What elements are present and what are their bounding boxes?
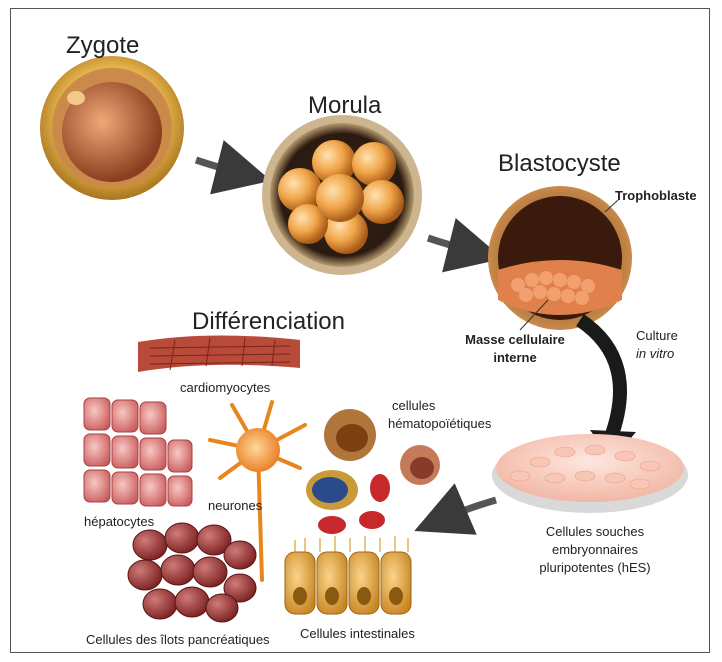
blastocyst-title: Blastocyste — [498, 150, 621, 178]
petri-dish-illustration — [492, 434, 688, 513]
cardiomyocytes-label: cardiomyocytes — [180, 380, 270, 395]
hepatocytes-label: hépatocytes — [84, 514, 154, 529]
icm-label-line1: Masse cellulaire — [440, 332, 590, 347]
morula-title: Morula — [308, 92, 381, 120]
hematopoietic-label-line2: hématopoïétiques — [388, 416, 491, 431]
differentiation-title: Différenciation — [192, 308, 345, 336]
arrow-dish-differentiation — [440, 500, 496, 520]
intestinal-illustration — [285, 536, 411, 614]
morula-illustration — [262, 115, 422, 275]
culture-label-line2: in vitro — [636, 346, 674, 361]
icm-label-line2: interne — [440, 350, 590, 365]
intestinal-label: Cellules intestinales — [300, 626, 415, 641]
arrow-zygote-morula — [196, 160, 244, 174]
zygote-illustration — [40, 56, 184, 200]
blastocyst-illustration — [488, 186, 632, 330]
hepatocytes-illustration — [84, 398, 192, 506]
neurons-label: neurones — [208, 498, 262, 513]
hematopoietic-label-line1: cellules — [392, 398, 435, 413]
arrow-morula-blastocyst — [428, 238, 476, 252]
hes-label-line1: Cellules souches — [520, 524, 670, 539]
cardiomyocytes-illustration — [138, 335, 300, 372]
pancreatic-label: Cellules des îlots pancréatiques — [86, 632, 270, 647]
hes-label-line2: embryonnaires — [520, 542, 670, 557]
trophoblast-label: Trophoblaste — [615, 188, 697, 203]
pancreatic-illustration — [128, 523, 256, 622]
hes-label-line3: pluripotentes (hES) — [520, 560, 670, 575]
zygote-title: Zygote — [66, 32, 139, 60]
culture-label-line1: Culture — [636, 328, 678, 343]
